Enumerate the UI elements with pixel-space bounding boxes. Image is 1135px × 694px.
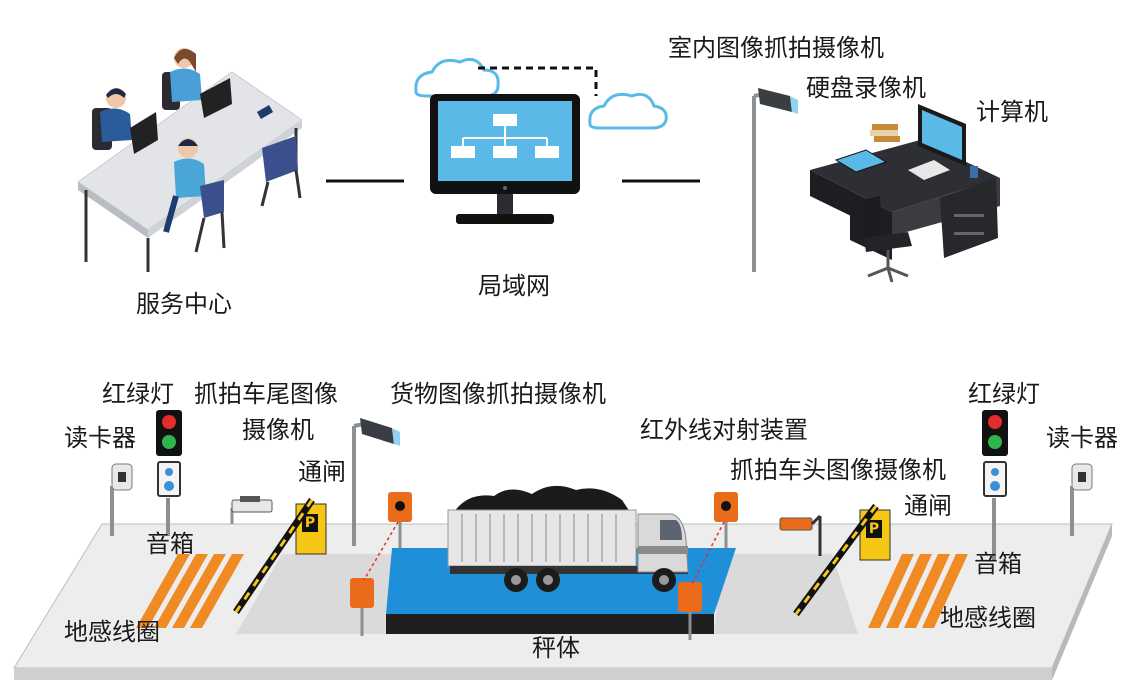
card-reader-icon [110, 463, 133, 536]
pole-camera-icon [752, 88, 798, 272]
computer-label: 计算机 [976, 98, 1048, 126]
rear-camera-icon [230, 496, 273, 524]
infrared-sensor-icon [350, 492, 412, 636]
gate-left-label: 通闸 [298, 458, 346, 486]
cloud-icon [414, 57, 668, 130]
service-center-label: 服务中心 [136, 290, 232, 318]
card-reader-left-label: 读卡器 [64, 424, 136, 452]
office-desk-icon [77, 48, 303, 272]
traffic-light-icon [982, 410, 1008, 560]
speaker-icon [983, 461, 1007, 497]
computer-desk-icon [810, 104, 1000, 283]
rear-camera-label-1: 抓拍车尾图像 [194, 380, 338, 408]
rear-camera-label-2: 摄像机 [242, 416, 314, 444]
cargo-camera-label: 货物图像抓拍摄像机 [390, 380, 606, 408]
scale-body-label: 秤体 [532, 634, 580, 662]
lan-label: 局域网 [478, 272, 550, 300]
speaker-right-label: 音箱 [974, 550, 1022, 578]
infrared-sensor-icon [678, 492, 738, 640]
traffic-light-left-label: 红绿灯 [102, 380, 174, 408]
gate-barrier-icon [793, 503, 891, 617]
dvr-label: 硬盘录像机 [806, 74, 926, 102]
parking-sign-right: P [868, 521, 880, 537]
parking-sign-left: P [304, 515, 316, 531]
card-reader-right-label: 读卡器 [1046, 424, 1118, 452]
gate-right-label: 通闸 [904, 492, 952, 520]
indoor-camera-label: 室内图像抓拍摄像机 [668, 34, 884, 62]
speaker-left-label: 音箱 [146, 530, 194, 558]
infrared-label: 红外线对射装置 [640, 416, 808, 444]
ramp-left [236, 554, 392, 634]
speaker-icon [157, 461, 181, 497]
pole-camera-icon [352, 418, 400, 546]
traffic-light-right-label: 红绿灯 [968, 380, 1040, 408]
loop-right-label: 地感线圈 [940, 604, 1036, 632]
gate-barrier-icon [233, 498, 327, 614]
ground-loop-icon [868, 554, 968, 628]
ground-loop-icon [136, 554, 244, 628]
truck-icon [447, 485, 689, 592]
monitor-network-icon [430, 94, 580, 224]
loop-left-label: 地感线圈 [64, 618, 160, 646]
traffic-light-icon [156, 410, 182, 536]
front-camera-icon [779, 514, 822, 556]
card-reader-icon [1070, 463, 1093, 536]
front-camera-label: 抓拍车头图像摄像机 [730, 456, 946, 484]
